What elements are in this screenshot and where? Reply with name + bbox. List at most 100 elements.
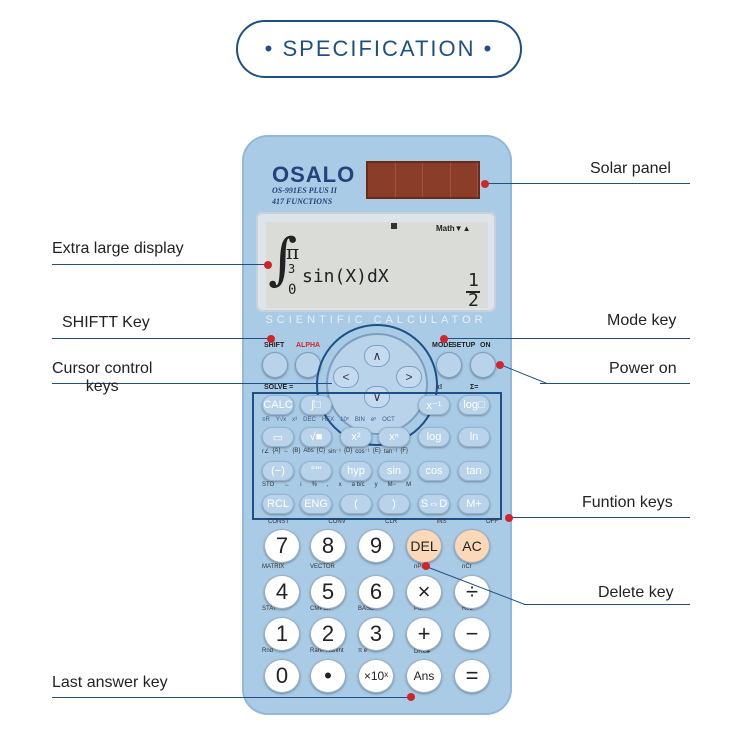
number-key-r0-c3[interactable]: DEL (406, 529, 442, 563)
number-top-label: OFF (486, 519, 498, 525)
number-top-label: CLR (385, 519, 398, 525)
chevron-left-icon: < (342, 370, 350, 384)
function-key-r2-c4[interactable]: cos (418, 461, 450, 481)
sublabel: {B} (292, 448, 301, 454)
shift-button[interactable] (262, 352, 288, 378)
function-key-r1-c3[interactable]: xⁿ (378, 427, 410, 447)
function-key-r3-c5[interactable]: M+ (458, 494, 490, 514)
mode-button[interactable] (436, 352, 462, 378)
number-key-r1-c1[interactable]: 5 (310, 575, 346, 609)
number-key-r2-c0[interactable]: 1 (264, 617, 300, 651)
function-key-r3-c2[interactable]: ( (340, 494, 372, 514)
function-key-r3-c0[interactable]: RCL (262, 494, 294, 514)
func-sublabel-row-3: STO ← i % , x a b/c y M− M (262, 482, 502, 488)
integral-icon: ∫ (268, 227, 298, 292)
function-keys-label: Funtion keys (582, 494, 673, 511)
sublabel: i (300, 482, 302, 488)
function-key-r1-c0[interactable]: ▭ (262, 427, 294, 447)
sublabel: OCT (382, 417, 395, 423)
number-sublabel: CMPLX (310, 606, 331, 612)
sigma-label: Σ= (470, 384, 479, 391)
sublabel: STO (262, 482, 275, 488)
function-key-r0-c1[interactable]: ∫□ (300, 395, 332, 415)
brand-logo: OSALO (272, 162, 356, 187)
function-key-r1-c4[interactable]: log (418, 427, 450, 447)
number-sublabel: Ran# RanInt (310, 648, 344, 654)
number-key-r0-c0[interactable]: 7 (264, 529, 300, 563)
sublabel: y (374, 482, 378, 488)
number-sublabel: π e (358, 648, 368, 654)
function-key-r1-c2[interactable]: x² (340, 427, 372, 447)
mode-key-label: Mode key (607, 312, 677, 329)
sublabel: % (311, 482, 317, 488)
number-key-r1-c0[interactable]: 4 (264, 575, 300, 609)
sublabel: Abs (303, 448, 314, 454)
function-key-r0-c5[interactable]: log□ (458, 395, 490, 415)
mode-dot (440, 335, 448, 343)
number-key-r3-c4[interactable]: = (454, 659, 490, 693)
shift-indicator-icon (391, 223, 397, 229)
function-key-r1-c1[interactable]: √■ (300, 427, 332, 447)
sublabel: tan⁻¹ (383, 449, 398, 455)
sublabel: x³ (292, 417, 298, 423)
result-denominator: 2 (468, 290, 479, 311)
function-key-r3-c3[interactable]: ) (378, 494, 410, 514)
number-key-r1-c3[interactable]: × (406, 575, 442, 609)
number-key-r0-c4[interactable]: AC (454, 529, 490, 563)
mode-indicator: Math▼▲ (436, 224, 471, 233)
function-key-r3-c1[interactable]: ENG (300, 494, 332, 514)
number-key-r3-c2[interactable]: ×10ˣ (358, 659, 394, 693)
number-sublabel: Pol (414, 606, 423, 612)
number-key-r0-c1[interactable]: 8 (310, 529, 346, 563)
function-key-r0-c4[interactable]: x⁻¹ (418, 395, 450, 415)
number-sublabel: VECTOR (310, 564, 335, 570)
number-key-r0-c2[interactable]: 9 (358, 529, 394, 563)
number-sublabel: Rec (462, 606, 473, 612)
number-key-r3-c3[interactable]: Ans (406, 659, 442, 693)
cursor-down-button[interactable]: ∨ (364, 386, 390, 408)
on-label: ON (480, 342, 491, 349)
number-sublabel: STAT (262, 606, 277, 612)
solar-panel (366, 161, 480, 199)
function-key-r2-c1[interactable]: °'" (300, 461, 332, 481)
sublabel: HEX (321, 417, 335, 423)
setup-label: SETUP (452, 342, 476, 349)
number-sublabel: BASE (358, 606, 375, 612)
sublabel: x (338, 482, 342, 488)
function-key-r0-c0[interactable]: CALC (262, 395, 294, 415)
number-key-r2-c2[interactable]: 3 (358, 617, 394, 651)
sublabel: Y√x (275, 417, 287, 423)
number-key-r1-c4[interactable]: ÷ (454, 575, 490, 609)
number-key-r1-c2[interactable]: 6 (358, 575, 394, 609)
cursor-left-button[interactable]: < (333, 366, 359, 388)
number-key-r2-c3[interactable]: + (406, 617, 442, 651)
sublabel: cos⁻¹ (355, 449, 370, 455)
number-key-r3-c1[interactable]: • (310, 659, 346, 693)
function-key-r2-c2[interactable]: hyp (340, 461, 372, 481)
function-key-r2-c5[interactable]: tan (458, 461, 490, 481)
number-key-r2-c1[interactable]: 2 (310, 617, 346, 651)
solar-leader-line (484, 183, 690, 184)
number-sublabel: Rnd (262, 648, 274, 654)
sublabel: r∠ (262, 449, 270, 455)
function-key-r3-c4[interactable]: S⇔D (418, 494, 450, 514)
function-key-r2-c0[interactable]: (−) (262, 461, 294, 481)
number-top-label: CONST (268, 519, 289, 525)
cursor-right-button[interactable]: > (396, 366, 422, 388)
function-key-r2-c3[interactable]: sin (378, 461, 410, 481)
result-numerator: 1 (468, 270, 479, 291)
number-key-r3-c0[interactable]: 0 (264, 659, 300, 693)
cursor-up-button[interactable]: ∧ (364, 345, 390, 367)
sublabel: 10ˣ (340, 417, 349, 423)
function-leader-line (510, 517, 690, 518)
function-key-r1-c5[interactable]: ln (458, 427, 490, 447)
cursor-label-line1: Cursor control (52, 360, 153, 377)
number-key-r2-c4[interactable]: − (454, 617, 490, 651)
upper-limit: π (286, 240, 300, 264)
cursor-ring-highlight (316, 324, 438, 446)
function-keys-box (252, 392, 502, 520)
x-inverse-label: x! (436, 384, 443, 391)
on-button[interactable] (470, 352, 496, 378)
sublabel: sin⁻¹ (328, 449, 341, 455)
number-sublabel: MATRIX (262, 564, 285, 570)
